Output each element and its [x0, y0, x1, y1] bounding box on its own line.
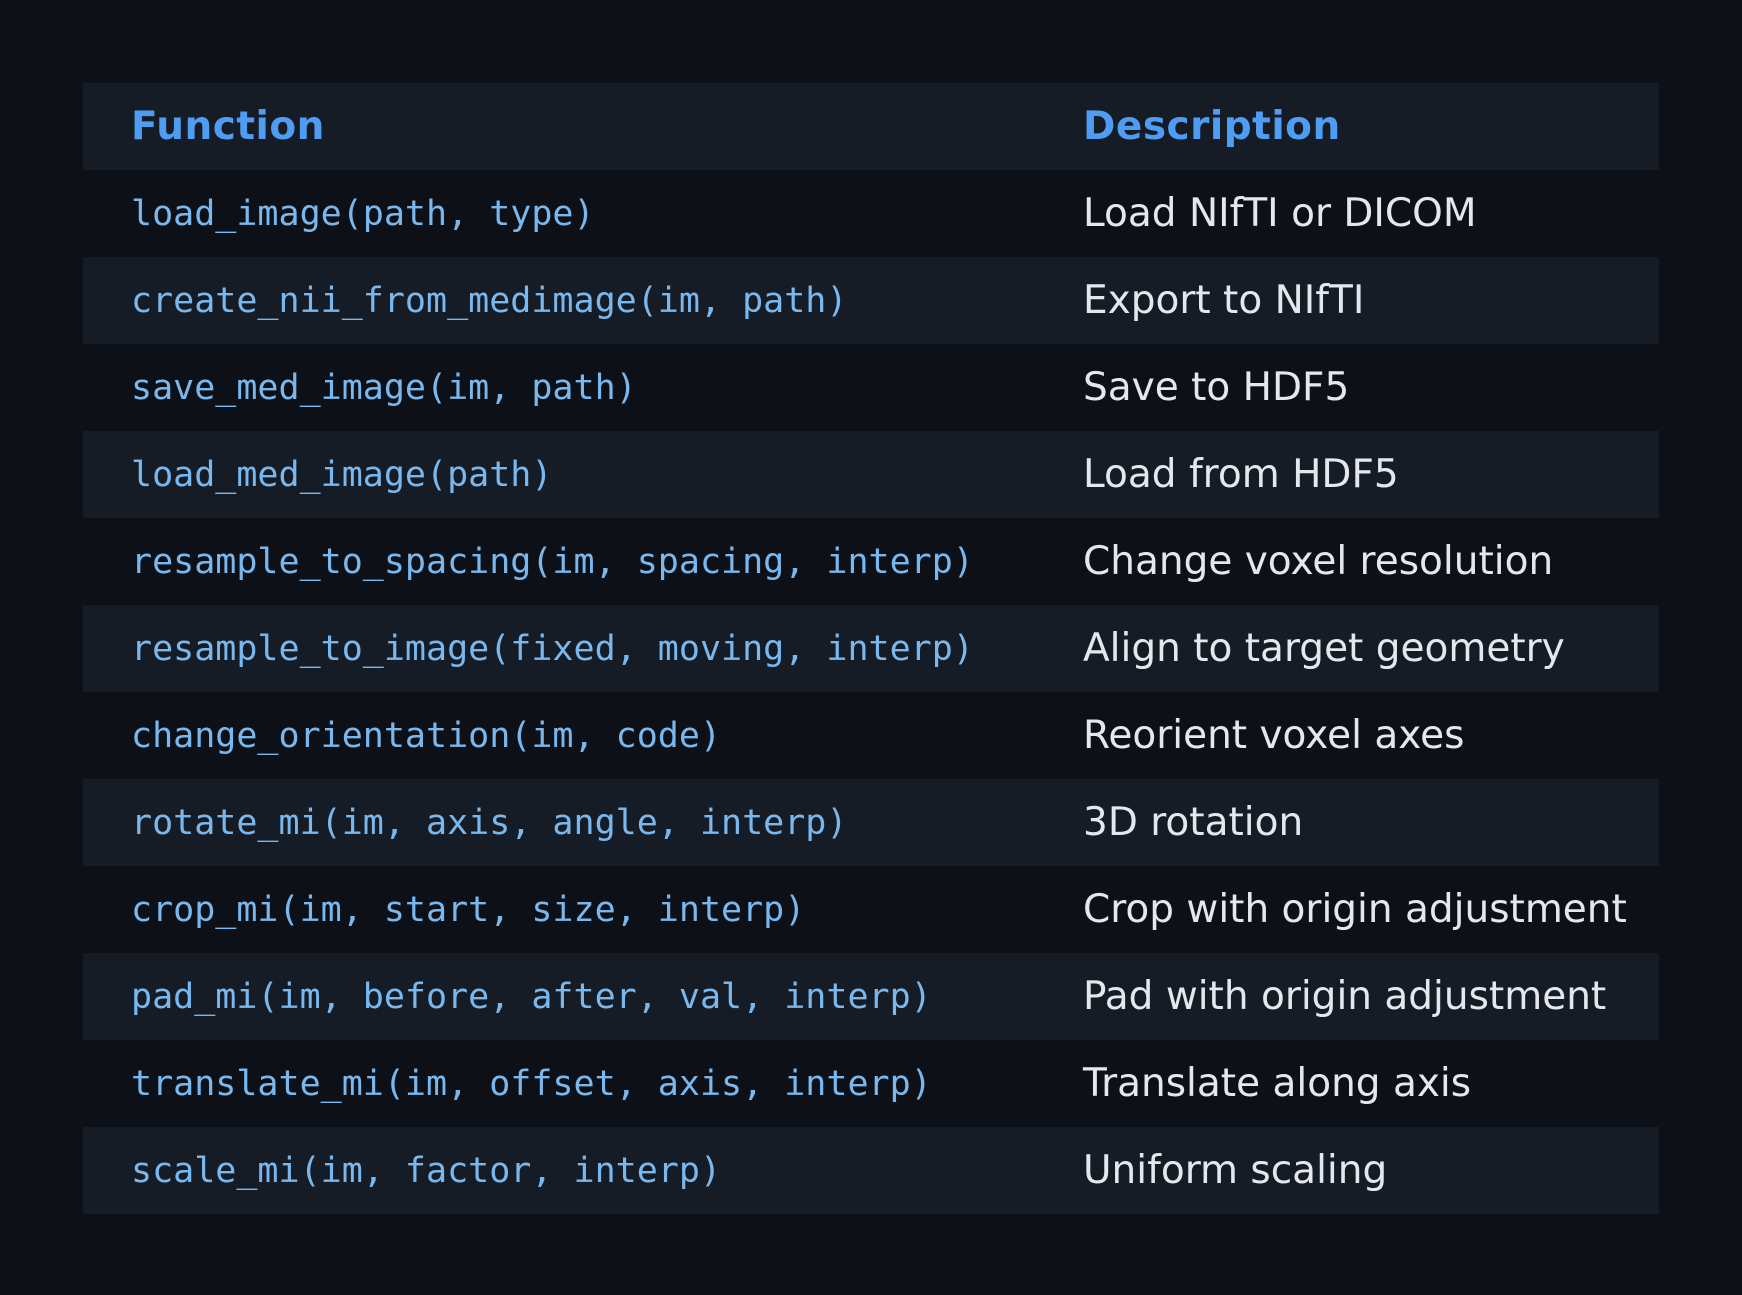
- function-cell: resample_to_spacing(im, spacing, interp): [83, 518, 1035, 605]
- column-header-description: Description: [1083, 104, 1341, 149]
- function-cell: load_med_image(path): [83, 431, 1035, 518]
- table-row: pad_mi(im, before, after, val, interp) Pa…: [83, 953, 1659, 1040]
- function-cell: change_orientation(im, code): [83, 692, 1035, 779]
- description-cell: Export to NIfTI: [1083, 278, 1365, 323]
- table-row: translate_mi(im, offset, axis, interp) Tr…: [83, 1040, 1659, 1127]
- function-signature: pad_mi(im, before, after, val, interp): [131, 976, 932, 1017]
- header-row: Function Description: [83, 83, 1659, 170]
- table-row: resample_to_spacing(im, spacing, interp)…: [83, 518, 1659, 605]
- function-signature: resample_to_spacing(im, spacing, interp): [131, 541, 974, 582]
- function-cell: save_med_image(im, path): [83, 344, 1035, 431]
- description-cell: Save to HDF5: [1083, 365, 1350, 410]
- table-body: load_image(path, type) Load NIfTI or DICO…: [83, 170, 1659, 1214]
- description-cell: Load NIfTI or DICOM: [1083, 191, 1477, 236]
- table-row: load_med_image(path) Load from HDF5: [83, 431, 1659, 518]
- function-cell: load_image(path, type): [83, 170, 1035, 257]
- function-cell: crop_mi(im, start, size, interp): [83, 866, 1035, 953]
- table-row: resample_to_image(fixed, moving, interp)…: [83, 605, 1659, 692]
- description-cell: Align to target geometry: [1083, 626, 1565, 671]
- table-row: create_nii_from_medimage(im, path) Export…: [83, 257, 1659, 344]
- function-cell: create_nii_from_medimage(im, path): [83, 257, 1035, 344]
- description-cell: Change voxel resolution: [1083, 539, 1554, 584]
- function-cell: translate_mi(im, offset, axis, interp): [83, 1040, 1035, 1127]
- description-cell: Uniform scaling: [1083, 1148, 1388, 1193]
- function-cell: pad_mi(im, before, after, val, interp): [83, 953, 1035, 1040]
- description-cell: Crop with origin adjustment: [1083, 887, 1627, 932]
- table-row: save_med_image(im, path) Save to HDF5: [83, 344, 1659, 431]
- function-signature: resample_to_image(fixed, moving, interp): [131, 628, 974, 669]
- function-reference-table: Function Description load_image(path, ty…: [83, 83, 1659, 1214]
- table-row: change_orientation(im, code) Reorient vox…: [83, 692, 1659, 779]
- function-signature: rotate_mi(im, axis, angle, interp): [131, 802, 848, 843]
- description-cell: Translate along axis: [1083, 1061, 1472, 1106]
- table-row: crop_mi(im, start, size, interp) Crop wit…: [83, 866, 1659, 953]
- function-cell: rotate_mi(im, axis, angle, interp): [83, 779, 1035, 866]
- function-signature: save_med_image(im, path): [131, 367, 637, 408]
- table-row: scale_mi(im, factor, interp) Uniform scal…: [83, 1127, 1659, 1214]
- function-signature: create_nii_from_medimage(im, path): [131, 280, 848, 321]
- function-signature: translate_mi(im, offset, axis, interp): [131, 1063, 932, 1104]
- description-cell: 3D rotation: [1083, 800, 1304, 845]
- column-header-function: Function: [131, 104, 325, 149]
- description-cell: Pad with origin adjustment: [1083, 974, 1607, 1019]
- function-signature: change_orientation(im, code): [131, 715, 722, 756]
- function-signature: crop_mi(im, start, size, interp): [131, 889, 806, 930]
- function-reference-panel: Function Description load_image(path, ty…: [83, 83, 1659, 1214]
- table-row: load_image(path, type) Load NIfTI or DICO…: [83, 170, 1659, 257]
- function-cell: scale_mi(im, factor, interp): [83, 1127, 1035, 1214]
- function-signature: load_med_image(path): [131, 454, 553, 495]
- description-cell: Load from HDF5: [1083, 452, 1399, 497]
- function-signature: scale_mi(im, factor, interp): [131, 1150, 722, 1191]
- function-signature: load_image(path, type): [131, 193, 595, 234]
- description-cell: Reorient voxel axes: [1083, 713, 1465, 758]
- table-row: rotate_mi(im, axis, angle, interp) 3D rot…: [83, 779, 1659, 866]
- function-cell: resample_to_image(fixed, moving, interp): [83, 605, 1035, 692]
